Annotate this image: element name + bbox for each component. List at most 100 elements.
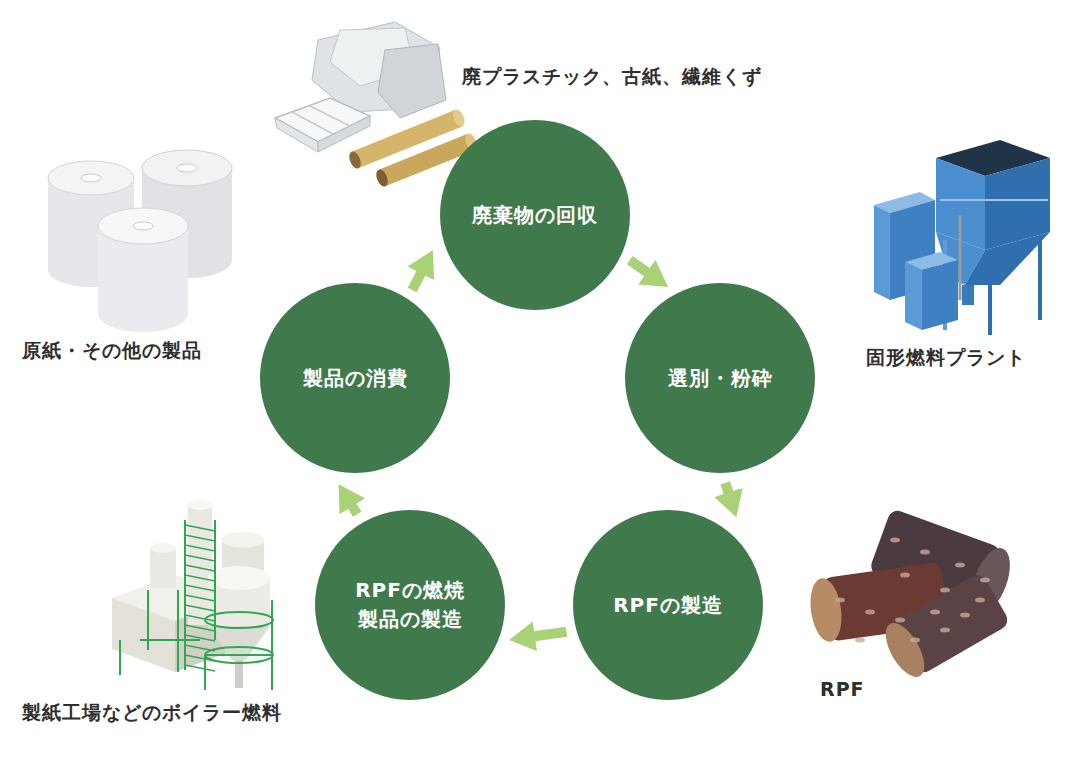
illustration-stroke [177, 590, 179, 672]
step-text: RPFの製造 [613, 591, 723, 620]
illustration-stroke [962, 285, 974, 305]
illustration-stroke [185, 575, 215, 581]
illustration-stroke [959, 215, 962, 300]
paper-roll-illustration [48, 150, 232, 332]
illustration-stroke [140, 639, 200, 641]
flow-arrow [412, 270, 422, 290]
illustration-stroke [185, 665, 215, 671]
circle-fill [440, 120, 630, 310]
illustration-stroke [807, 576, 846, 644]
illustration-stroke [835, 538, 990, 643]
step-text: RPFの燃焼 [355, 576, 465, 605]
illustration-stroke [374, 168, 390, 188]
illustration-stroke [204, 655, 206, 690]
circle-fill [315, 510, 505, 700]
circle-shape [315, 510, 505, 700]
illustration-stroke [150, 543, 176, 553]
illustration-stroke [890, 538, 900, 543]
illustration-stroke [920, 550, 930, 555]
rpf-illustration [807, 508, 1018, 683]
illustration-stroke [205, 612, 273, 628]
process-circle: 選別・粉砕 [625, 283, 815, 473]
illustration-stroke [185, 525, 215, 531]
illustration-stroke [48, 161, 134, 195]
illustration-stroke [185, 545, 215, 551]
illustration-stroke [185, 605, 215, 611]
illustration-stroke [98, 296, 188, 332]
illustration-stroke [150, 548, 176, 588]
illustration-stroke [120, 520, 273, 690]
circle-fill [260, 283, 450, 473]
flow-arrow [725, 483, 729, 496]
caption-label: 固形燃料プラント [866, 345, 1026, 371]
illustration-stroke [980, 578, 990, 583]
illustration-stroke [205, 654, 272, 656]
process-circle: 製品の消費 [260, 283, 450, 473]
illustration-stroke [81, 174, 101, 182]
illustration-stroke [878, 617, 932, 683]
illustration-stroke [988, 255, 992, 335]
illustration-stroke [878, 572, 1011, 683]
illustration-stroke [185, 565, 215, 571]
step-text: 製品の製造 [358, 605, 463, 634]
illustration-stroke [185, 535, 215, 541]
flow-arrow [531, 632, 567, 637]
illustration-stroke [930, 610, 940, 615]
illustration-stroke [874, 205, 890, 300]
illustration-stroke [292, 112, 333, 134]
illustration-stroke [185, 615, 215, 621]
illustration-stroke [205, 647, 273, 663]
illustration-stroke [922, 260, 958, 330]
flow-arrow [350, 503, 357, 514]
illustration-stroke [940, 199, 1048, 201]
illustration-stroke [214, 520, 216, 640]
illustration-stroke [835, 598, 845, 603]
illustration-stroke [177, 164, 197, 172]
illustration-stroke [855, 638, 865, 643]
illustration-stroke [119, 640, 121, 675]
process-circle: 廃棄物の回収 [440, 120, 630, 310]
illustration-stroke [1038, 238, 1042, 320]
step-text: 製品の消費 [303, 364, 408, 393]
process-circle: RPFの製造 [573, 510, 763, 700]
illustration-stroke [142, 150, 232, 186]
factory-illustration [112, 500, 273, 690]
illustration-stroke [451, 108, 467, 128]
illustration-stroke [185, 625, 215, 631]
illustration-stroke [112, 598, 175, 672]
illustration-stroke [955, 563, 965, 568]
illustration-stroke [185, 655, 215, 661]
illustration-stroke [185, 645, 215, 651]
illustration-stroke [185, 595, 215, 601]
process-circle: RPFの燃焼製品の製造 [315, 510, 505, 700]
illustration-stroke [960, 613, 970, 618]
circle-fill [573, 510, 763, 700]
illustration-stroke [310, 106, 350, 126]
caption-label: 廃プラスチック、古紙、繊維くず [462, 64, 762, 90]
illustration-stroke [905, 262, 922, 330]
illustration-stroke [208, 566, 270, 590]
plant-illustration [874, 140, 1050, 335]
illustration-stroke [318, 116, 370, 152]
illustration-stroke [378, 44, 446, 118]
waste-illustration [275, 22, 479, 188]
caption-label: RPF [820, 678, 865, 700]
illustration-stroke [185, 555, 215, 561]
step-text: 選別・粉砕 [668, 364, 773, 393]
step-text: 廃棄物の回収 [472, 201, 598, 230]
illustration-stroke [900, 573, 910, 578]
illustration-stroke [347, 150, 363, 170]
illustration-stroke [235, 660, 243, 688]
illustration-stroke [895, 618, 905, 623]
illustration-stroke [185, 635, 215, 641]
illustration-stroke [975, 598, 985, 603]
illustration-stroke [271, 600, 273, 690]
illustration-stroke [940, 628, 950, 633]
illustration-stroke [865, 610, 875, 615]
illustration-stroke [185, 525, 215, 671]
caption-label: 原紙・その他の製品 [22, 338, 202, 364]
illustration-stroke [133, 222, 153, 230]
